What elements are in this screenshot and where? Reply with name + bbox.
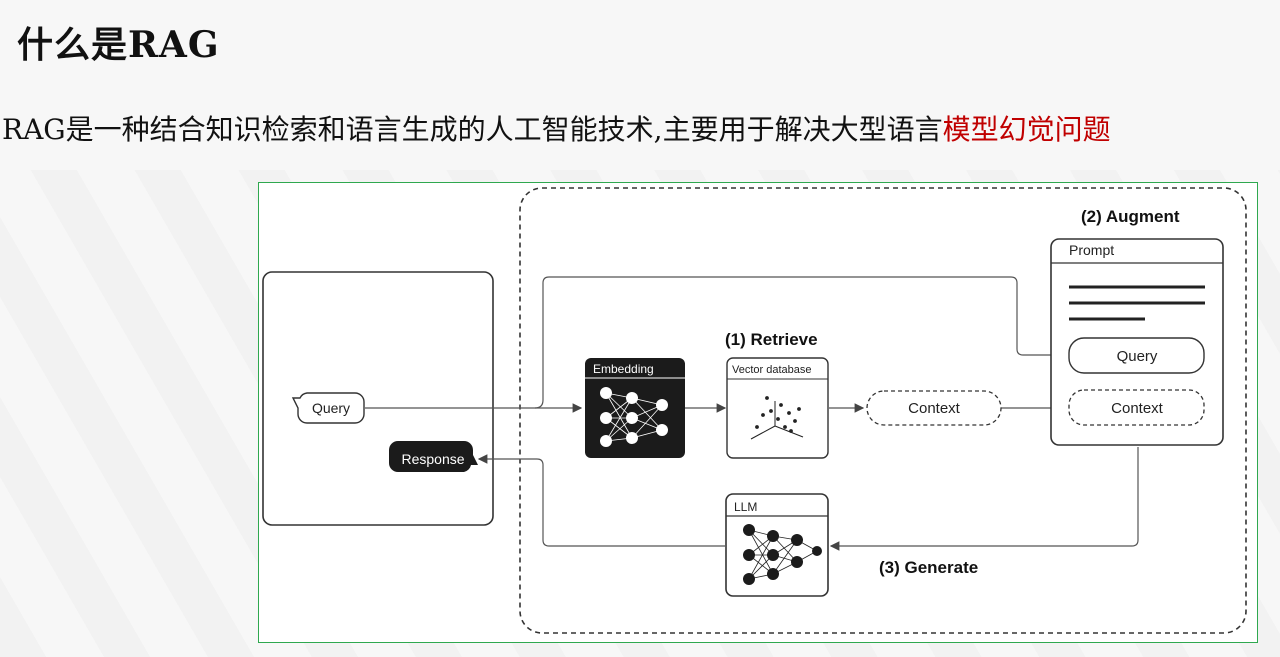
slide-title: 什么是RAG bbox=[17, 24, 220, 66]
response-bubble: Response bbox=[389, 441, 478, 472]
augment-step-label: (2) Augment bbox=[1081, 207, 1180, 226]
prompt-context-pill bbox=[1068, 389, 1205, 426]
retrieve-step-label: (1) Retrieve bbox=[725, 330, 818, 349]
neural-network-icon bbox=[743, 524, 822, 585]
response-bubble-label: Response bbox=[401, 451, 464, 467]
query-bubble: Query bbox=[291, 392, 365, 424]
prompt-query-pill bbox=[1068, 337, 1205, 374]
prompt-label: Prompt bbox=[1069, 242, 1114, 258]
query-bubble-label: Query bbox=[312, 400, 350, 416]
slide-subtitle: RAG是一种结合知识检索和语言生成的人工智能技术,主要用于解决大型语言模型幻觉问… bbox=[2, 108, 1111, 148]
connector-lines bbox=[365, 276, 1139, 551]
user-panel bbox=[262, 271, 494, 526]
subtitle-highlight-text: 模型幻觉问题 bbox=[942, 113, 1111, 146]
scatter-3d-icon bbox=[750, 396, 804, 440]
vector-database-label: Vector database bbox=[732, 364, 812, 376]
llm-label: LLM bbox=[734, 500, 757, 514]
prompt-query-label: Query bbox=[1117, 348, 1158, 365]
embedding-label: Embedding bbox=[593, 362, 654, 376]
vector-database-block: Vector database bbox=[726, 357, 829, 459]
generate-step-label: (3) Generate bbox=[879, 558, 978, 577]
prompt-block: Prompt Query Context bbox=[1050, 238, 1224, 446]
embedding-block: Embedding bbox=[585, 358, 685, 458]
context-pill-label: Context bbox=[908, 400, 961, 417]
rag-diagram: Query Response Embedd bbox=[258, 182, 1258, 643]
neural-network-icon bbox=[600, 387, 668, 447]
rag-diagram-svg: Query Response Embedd bbox=[262, 187, 1247, 634]
llm-block: LLM bbox=[725, 493, 829, 597]
prompt-context-label: Context bbox=[1111, 400, 1164, 417]
context-pill: Context bbox=[866, 390, 1002, 426]
subtitle-main-text: RAG是一种结合知识检索和语言生成的人工智能技术,主要用于解决大型语言 bbox=[2, 113, 943, 146]
